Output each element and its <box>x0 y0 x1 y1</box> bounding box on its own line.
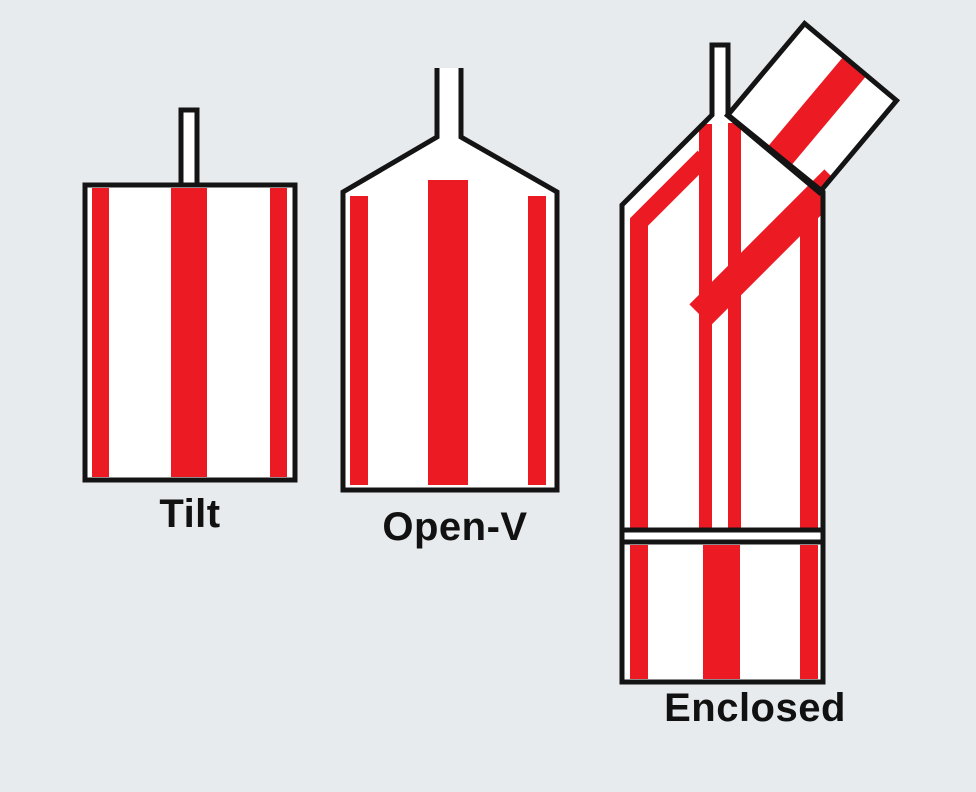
tilt-label: Tilt <box>159 492 221 536</box>
open-v-middle-stripe <box>428 180 468 485</box>
enclosed-bottom-middle-stripe <box>703 545 740 679</box>
enclosed-label: Enclosed <box>664 686 846 730</box>
enclosed-figure <box>619 19 901 685</box>
enclosed-left-stripe <box>630 150 711 528</box>
open-v-left-stripe <box>350 196 368 485</box>
enclosed-branch-stripe <box>766 56 867 168</box>
tilt-middle-stripe <box>171 188 207 477</box>
enclosed-right-stripe <box>800 202 818 528</box>
enclosed-bottom-right-stripe <box>800 545 818 679</box>
open-v-figure <box>340 68 560 493</box>
enclosed-diagonal-channel-stripe <box>689 169 846 326</box>
tilt-neck <box>178 107 200 193</box>
enclosed-spout-outline <box>723 19 901 197</box>
open-v-right-stripe <box>528 196 546 485</box>
tilt-right-stripe <box>270 188 287 477</box>
enclosed-bottom-left-stripe <box>630 545 648 679</box>
enclosed-body-fill <box>622 45 823 682</box>
open-v-label: Open-V <box>382 505 528 549</box>
tilt-figure <box>82 107 298 483</box>
tilt-left-stripe <box>92 188 109 477</box>
enclosed-body-outline <box>619 42 826 685</box>
